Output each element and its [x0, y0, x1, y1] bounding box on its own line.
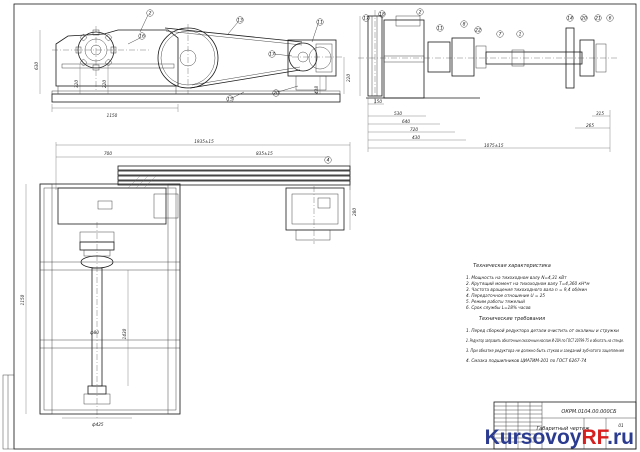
side-balloon-6: 22: [475, 28, 481, 34]
tech-req-line-3: 3. При обкатке редуктора не должно быть …: [466, 348, 624, 353]
top-shaft-dia-dim: ф80: [90, 330, 99, 335]
tech-spec-line-4: 4. Передаточное отношение U = 25: [466, 293, 545, 298]
top-right-dim: 280: [352, 208, 357, 216]
side-sprocket: [565, 27, 575, 89]
top-gearbox: [57, 187, 167, 225]
front-balloon-6: 20: [273, 91, 279, 97]
tech-spec-line-2: 2. Крутящий момент на тихоходном валу T=…: [466, 281, 589, 286]
tech-specs-heading: Техническая характеристика: [473, 263, 551, 269]
top-shaft-length-dim: 1430: [122, 328, 127, 339]
top-balloon: 4: [327, 158, 330, 164]
front-dim-c: 220: [346, 74, 351, 82]
side-dim-640: 640: [402, 119, 410, 124]
side-dim-720: 720: [410, 127, 418, 132]
top-bottom-dim: ф425: [92, 422, 104, 427]
top-dim-700: 700: [104, 151, 112, 156]
top-motor: [285, 187, 345, 231]
title-sheet-title: Габаритный чертеж: [536, 426, 590, 432]
tech-spec-line-5: 5. Режим работы тяжелый: [466, 299, 525, 304]
tech-req-line-4: 4. Смазка подшипников ЦИАТИМ-201 по ГОСТ…: [466, 358, 587, 363]
front-balloons: 2 16 13 11 17 20 15: [127, 9, 324, 103]
side-dim-530: 530: [394, 111, 402, 116]
front-height-dim: 630: [34, 62, 39, 70]
top-view: 1935±15 700 835±15 4: [20, 139, 357, 427]
watermark-part-3: .ru: [607, 426, 634, 449]
side-dim-265: 265: [586, 123, 594, 128]
front-base-frame: [51, 93, 341, 103]
side-stamp: [2, 374, 15, 450]
side-balloon-7: 7: [499, 32, 502, 38]
watermark-part-2: RF: [581, 426, 608, 449]
front-gearbox-housing: [55, 29, 179, 87]
sheet-frame: [13, 3, 637, 450]
tech-spec-line-3: 3. Частота вращения тихоходного вала n =…: [466, 287, 587, 292]
side-balloon-12: 6: [609, 16, 612, 22]
side-balloon-4: 11: [437, 26, 443, 32]
front-view: 1150 630 320 220 220 438 2 16 13 11 17: [34, 9, 351, 118]
side-dim-315: 315: [596, 111, 604, 116]
tech-req-line-1: 1. Перед сборкой редуктора детали очисти…: [466, 328, 619, 333]
tech-notes: Техническая характеристика 1. Мощность н…: [466, 263, 624, 363]
side-balloon-10: 20: [581, 16, 587, 22]
front-dim-d: 438: [314, 86, 319, 94]
side-gearbox: [383, 19, 425, 99]
top-frame: [39, 183, 181, 415]
front-dim-b: 220: [102, 80, 107, 88]
side-balloon-3: 2: [419, 10, 422, 16]
side-balloon-11: 21: [595, 16, 601, 22]
side-balloon-9: 14: [567, 16, 573, 22]
front-balloon-4: 11: [317, 20, 323, 26]
tech-spec-line-1: 1. Мощность на тихоходном валу N=4,31 кВ…: [466, 275, 567, 280]
front-belt-upper: [164, 27, 303, 43]
front-width-dim: 1150: [107, 113, 118, 118]
watermark-part-1: Kursovoy: [484, 426, 582, 449]
top-belt-1: [117, 165, 351, 171]
title-doc-number: ОКРМ.0104.00.000СБ: [561, 409, 617, 415]
side-balloon-1: 17: [363, 16, 369, 22]
front-balloon-5: 17: [269, 52, 275, 58]
top-dim-835: 835±15: [256, 151, 273, 156]
kursovoy-watermark: KursovoyRF.ru: [485, 427, 634, 448]
side-dim-150: 150: [374, 99, 382, 104]
side-balloon-2: 18: [379, 12, 385, 18]
top-height-dim: 1150: [20, 294, 25, 305]
front-balloon-2: 16: [139, 34, 145, 40]
side-dim-430: 430: [412, 135, 420, 140]
front-balloon-3: 13: [237, 18, 243, 24]
side-balloons: 17 18 2 11 8 22 7 1 14 20 21 6: [362, 8, 614, 38]
title-block: ОКРМ.0104.00.000СБ Габаритный чертеж 01: [493, 401, 637, 450]
tech-spec-line-6: 6. Срок службы L=18% часов: [466, 305, 531, 310]
title-sheet-number: 01: [618, 423, 624, 428]
front-balloon-1: 2: [149, 11, 152, 17]
front-belt-lower: [189, 69, 301, 89]
side-balloon-8: 1: [519, 32, 522, 38]
side-coupling: [427, 41, 451, 73]
front-balloon-7: 15: [227, 97, 233, 103]
front-dim-a: 320: [74, 80, 79, 88]
side-dim-overall: 1075±15: [484, 143, 504, 148]
side-balloon-5: 8: [463, 22, 466, 28]
side-view: 150 530 640 720 430 1075±15 265 315 17 1…: [358, 8, 618, 152]
top-overall-dim: 1935±15: [194, 139, 214, 144]
tech-req-heading: Технические требования: [479, 316, 545, 322]
tech-req-line-2: 2. Редуктор заправить обкаточным смазочн…: [466, 338, 624, 343]
